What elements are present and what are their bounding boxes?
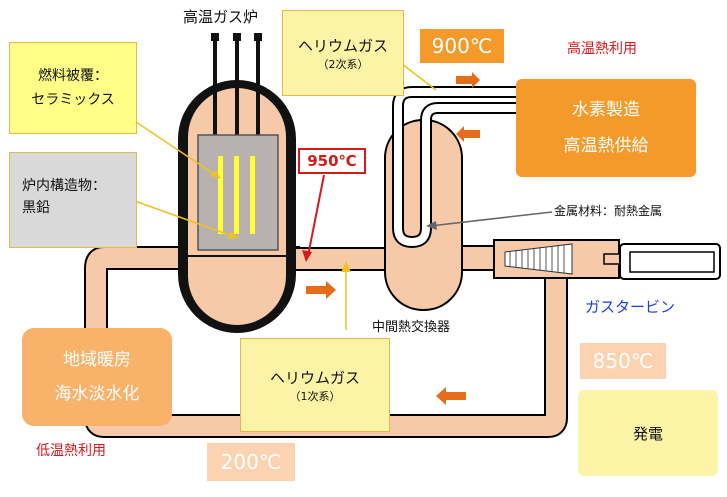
fuel-cladding-box: 燃料被覆： セラミックス bbox=[9, 42, 137, 134]
leader-metal bbox=[429, 211, 553, 227]
helium-primary-line1: ヘリウムガス bbox=[269, 368, 360, 387]
helium-secondary-line1: ヘリウムガス bbox=[297, 36, 388, 55]
temp-950-badge: 950℃ bbox=[298, 148, 366, 174]
metal-material-label: 金属材料：耐熱金属 bbox=[554, 204, 663, 218]
hydrogen-box: 水素製造 高温熱供給 bbox=[516, 79, 696, 177]
flow-arrow bbox=[456, 72, 480, 88]
core-structure-line2: 黒鉛 bbox=[22, 200, 50, 216]
reactor-title: 高温ガス炉 bbox=[183, 8, 259, 26]
regional-use-box: 地域暖房 海水淡水化 bbox=[22, 328, 172, 426]
fuel-element bbox=[250, 156, 255, 234]
helium-secondary-box: ヘリウムガス （2次系） bbox=[282, 10, 404, 96]
flow-arrow bbox=[436, 387, 466, 405]
hydrogen-line1: 水素製造 bbox=[572, 100, 640, 120]
helium-primary-line2: （1次系） bbox=[289, 389, 341, 403]
hydrogen-line2: 高温熱供給 bbox=[563, 136, 649, 156]
fuel-element bbox=[218, 156, 223, 234]
leader-helium2 bbox=[401, 63, 437, 91]
low-temp-use-label: 低温熱利用 bbox=[36, 443, 106, 459]
temp-850-badge: 850℃ bbox=[580, 343, 666, 379]
flow-arrow bbox=[456, 126, 480, 142]
fuel-cladding-line2: セラミックス bbox=[31, 92, 115, 108]
leader-graphite bbox=[131, 199, 239, 239]
gas-turbine-label: ガスタービン bbox=[585, 298, 676, 316]
fuel-cladding-line1: 燃料被覆： bbox=[38, 68, 108, 84]
heat-exchanger-label: 中間熱交換器 bbox=[372, 320, 451, 335]
flow-arrow bbox=[306, 281, 336, 299]
regional-line2: 海水淡水化 bbox=[54, 384, 140, 404]
core-structure-box: 炉内構造物： 黒鉛 bbox=[9, 152, 137, 248]
helium-secondary-line2: （2次系） bbox=[317, 57, 369, 71]
helium-primary-box: ヘリウムガス （1次系） bbox=[240, 338, 390, 432]
leader-950 bbox=[307, 174, 325, 257]
temp-200-badge: 200℃ bbox=[207, 443, 295, 481]
temp-900-badge: 900℃ bbox=[420, 29, 504, 63]
secondary-pipe-inner bbox=[394, 88, 520, 247]
core-structure-line1: 炉内構造物： bbox=[22, 178, 106, 194]
fuel-element bbox=[234, 156, 239, 234]
high-temp-use-label: 高温熱利用 bbox=[567, 41, 637, 57]
power-box: 発電 bbox=[578, 390, 718, 476]
regional-line1: 地域暖房 bbox=[63, 350, 131, 370]
flow-arrows bbox=[306, 72, 480, 405]
